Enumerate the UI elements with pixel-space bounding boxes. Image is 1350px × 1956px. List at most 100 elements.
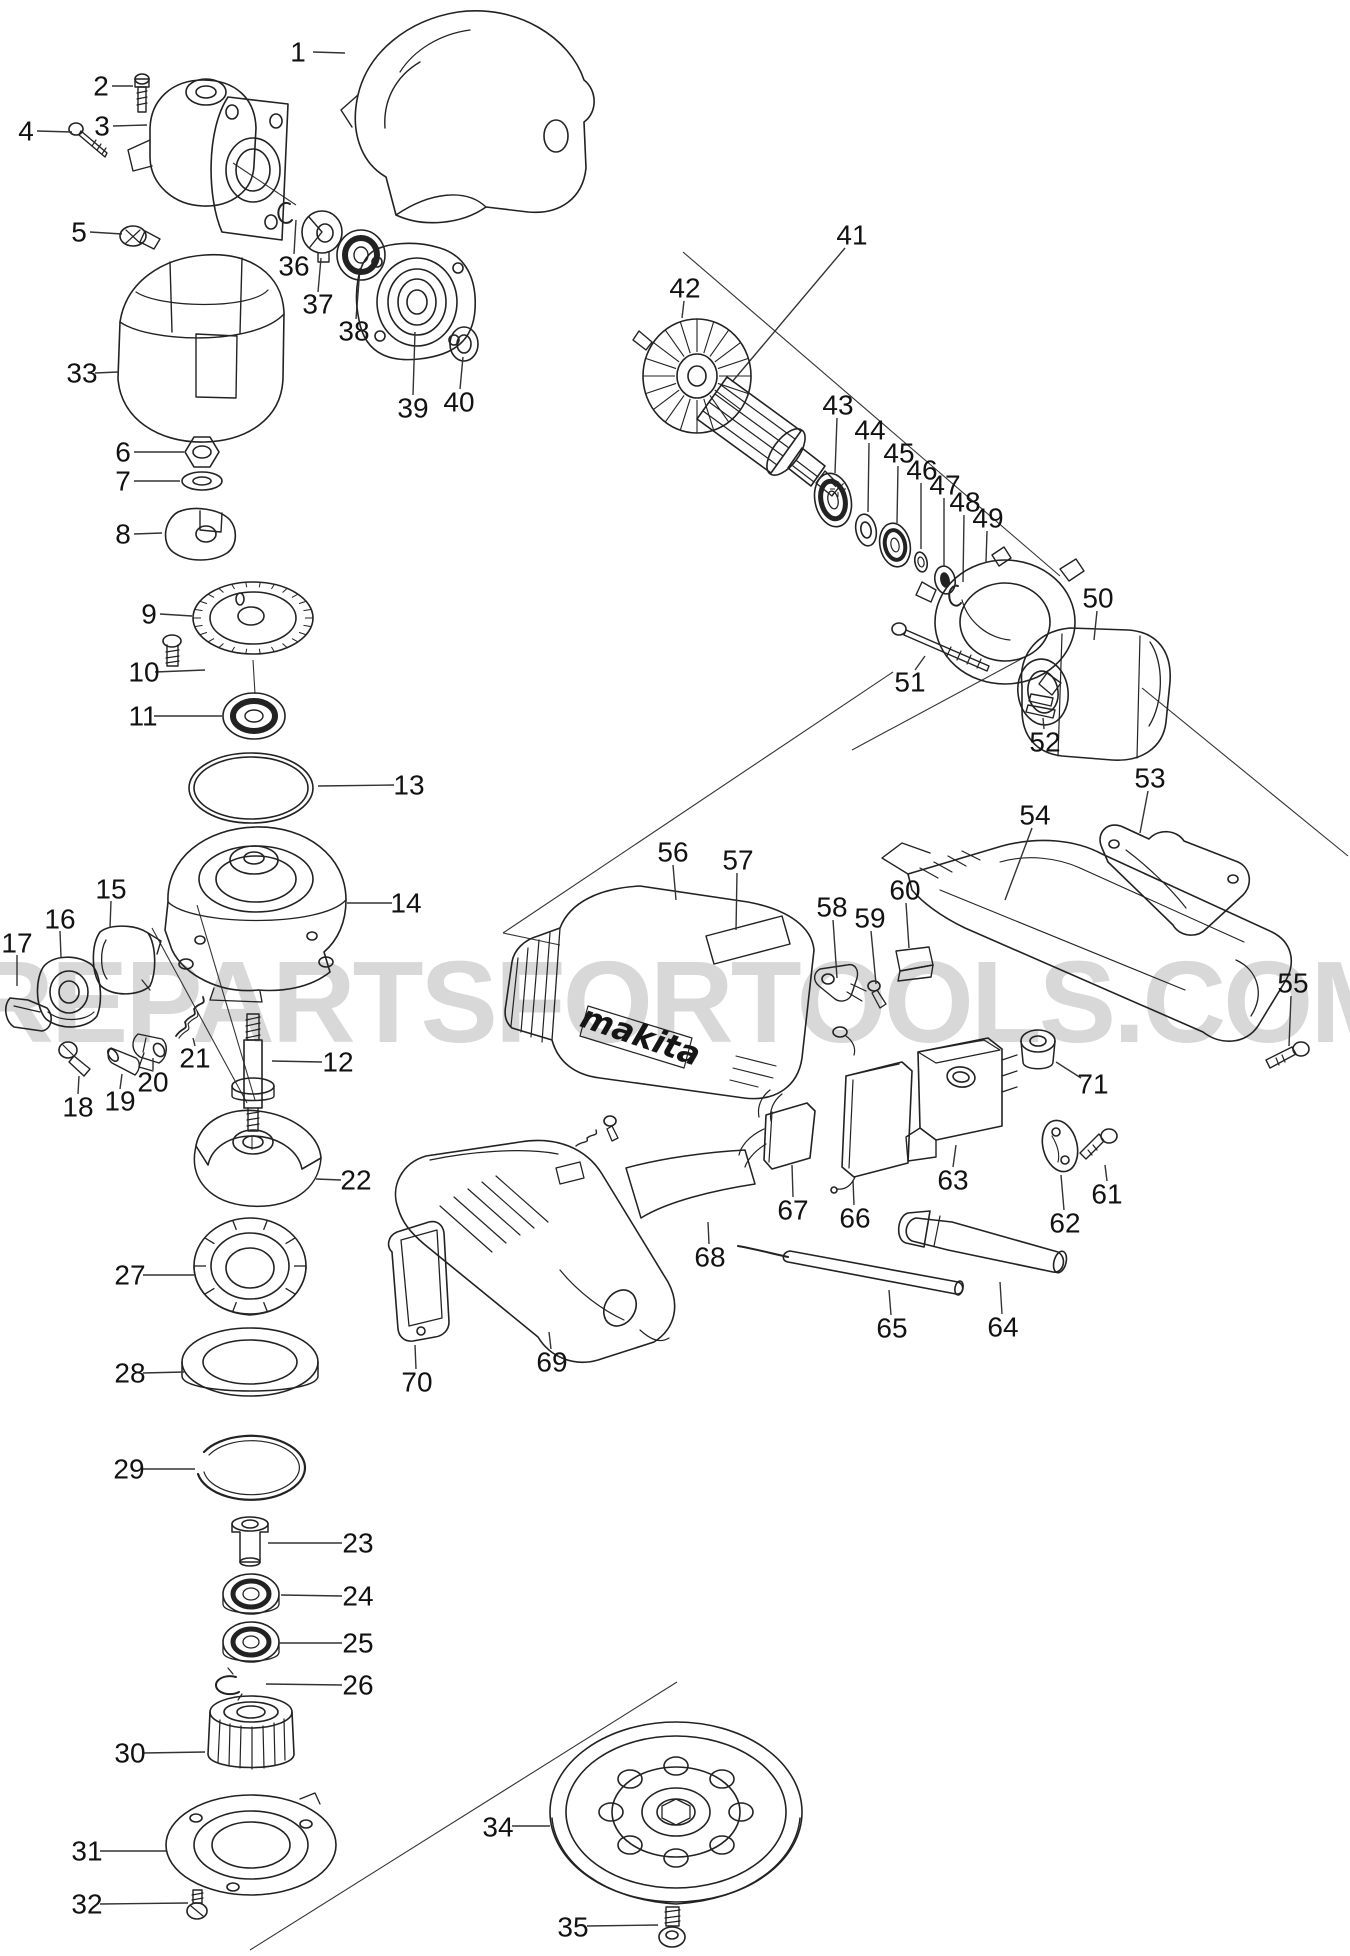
part-label-14: 14 — [390, 888, 421, 919]
part-48: 48 — [948, 487, 981, 607]
part-label-16: 16 — [44, 904, 75, 935]
part-label-7: 7 — [115, 466, 131, 497]
part-24: 24 — [222, 1573, 374, 1615]
part-43: 43 — [813, 390, 854, 528]
part-17: 17 — [1, 928, 52, 1032]
part-label-59: 59 — [854, 903, 885, 934]
part-71: 71 — [1020, 1029, 1109, 1100]
part-68: 68 — [625, 1149, 756, 1273]
part-2: 2 — [93, 71, 150, 113]
part-label-13: 13 — [393, 770, 424, 801]
leader-line-37 — [317, 257, 322, 293]
leader-line-54 — [1004, 827, 1033, 901]
leader-line-10 — [154, 669, 206, 673]
part-label-67: 67 — [777, 1195, 808, 1226]
part-8: 8 — [115, 507, 237, 561]
leader-line-45 — [896, 465, 899, 524]
leader-line-53 — [1139, 790, 1149, 834]
leader-line-33 — [94, 371, 119, 374]
part-54: 54 — [881, 800, 1293, 1042]
part-49: 49 — [915, 503, 1085, 696]
part-13: 13 — [188, 752, 425, 824]
part-59: 59 — [854, 903, 887, 1009]
leader-line-58 — [832, 919, 838, 979]
part-22: 22 — [193, 1109, 372, 1208]
part-label-53: 53 — [1134, 763, 1165, 794]
part-39: 39 — [355, 242, 477, 424]
part-label-64: 64 — [987, 1312, 1018, 1343]
part-label-66: 66 — [839, 1203, 870, 1234]
leader-line-44 — [867, 442, 870, 513]
part-label-46: 46 — [906, 455, 937, 486]
part-10: 10 — [128, 634, 206, 688]
construction-line — [196, 904, 256, 1101]
leader-line-21 — [192, 1037, 196, 1047]
leader-line-43 — [834, 417, 838, 474]
construction-line — [1141, 687, 1349, 857]
part-label-52: 52 — [1029, 727, 1060, 758]
leader-line-18 — [77, 1075, 80, 1095]
unlabeled-details — [555, 1026, 856, 1185]
part-55: 55 — [1265, 968, 1310, 1069]
part-label-32: 32 — [71, 1889, 102, 1920]
part-label-30: 30 — [114, 1738, 145, 1769]
leader-line-41 — [731, 247, 846, 383]
part-label-28: 28 — [114, 1358, 145, 1389]
part-label-57: 57 — [722, 845, 753, 876]
leader-line-16 — [59, 930, 62, 958]
part-label-54: 54 — [1019, 800, 1050, 831]
part-label-35: 35 — [557, 1912, 588, 1943]
part-label-31: 31 — [71, 1836, 102, 1867]
part-33: 33 — [66, 253, 285, 443]
construction-line — [502, 671, 894, 934]
part-label-21: 21 — [179, 1043, 210, 1074]
leader-line-30 — [142, 1751, 206, 1754]
leader-line-62 — [1060, 1174, 1065, 1211]
part-32: 32 — [71, 1889, 208, 1920]
leader-line-35 — [586, 1924, 659, 1927]
part-31: 31 — [71, 1792, 337, 1896]
part-69: 69 — [394, 1139, 676, 1378]
part-label-71: 71 — [1077, 1069, 1108, 1100]
part-64: 64 — [897, 1210, 1068, 1343]
leader-line-19 — [119, 1073, 123, 1090]
part-42: 42 — [632, 273, 752, 434]
leader-line-55 — [1288, 995, 1292, 1047]
part-label-37: 37 — [302, 289, 333, 320]
leader-line-26 — [265, 1683, 343, 1686]
part-44: 44 — [854, 415, 886, 547]
part-70: 70 — [387, 1220, 450, 1398]
part-label-41: 41 — [836, 220, 867, 251]
construction-line — [851, 657, 1024, 751]
leader-line-4 — [36, 130, 73, 133]
construction-line — [249, 1681, 678, 1951]
leader-line-56 — [672, 864, 677, 901]
leader-line-22 — [315, 1178, 342, 1181]
leader-line-13 — [317, 784, 395, 787]
part-label-34: 34 — [482, 1812, 513, 1843]
leader-line-39 — [412, 331, 416, 396]
part-label-61: 61 — [1091, 1179, 1122, 1210]
leader-line-12 — [271, 1060, 323, 1063]
part-5: 5 — [71, 217, 161, 250]
leader-line-48 — [962, 514, 965, 583]
part-label-5: 5 — [71, 217, 87, 248]
leader-line-57 — [735, 872, 738, 931]
part-53: 53 — [1099, 763, 1251, 936]
part-label-38: 38 — [338, 316, 369, 347]
part-35: 35 — [557, 1906, 686, 1948]
part-label-60: 60 — [889, 875, 920, 906]
part-label-70: 70 — [401, 1367, 432, 1398]
part-label-9: 9 — [141, 599, 157, 630]
leader-line-42 — [681, 300, 685, 319]
leader-line-40 — [459, 356, 464, 390]
part-20: 20 — [132, 1033, 169, 1098]
part-label-39: 39 — [397, 393, 428, 424]
leader-line-66 — [852, 1179, 855, 1206]
leader-line-64 — [999, 1281, 1003, 1315]
leader-line-32 — [99, 1902, 189, 1905]
leader-line-5 — [89, 231, 123, 235]
part-46: 46 — [906, 455, 938, 573]
